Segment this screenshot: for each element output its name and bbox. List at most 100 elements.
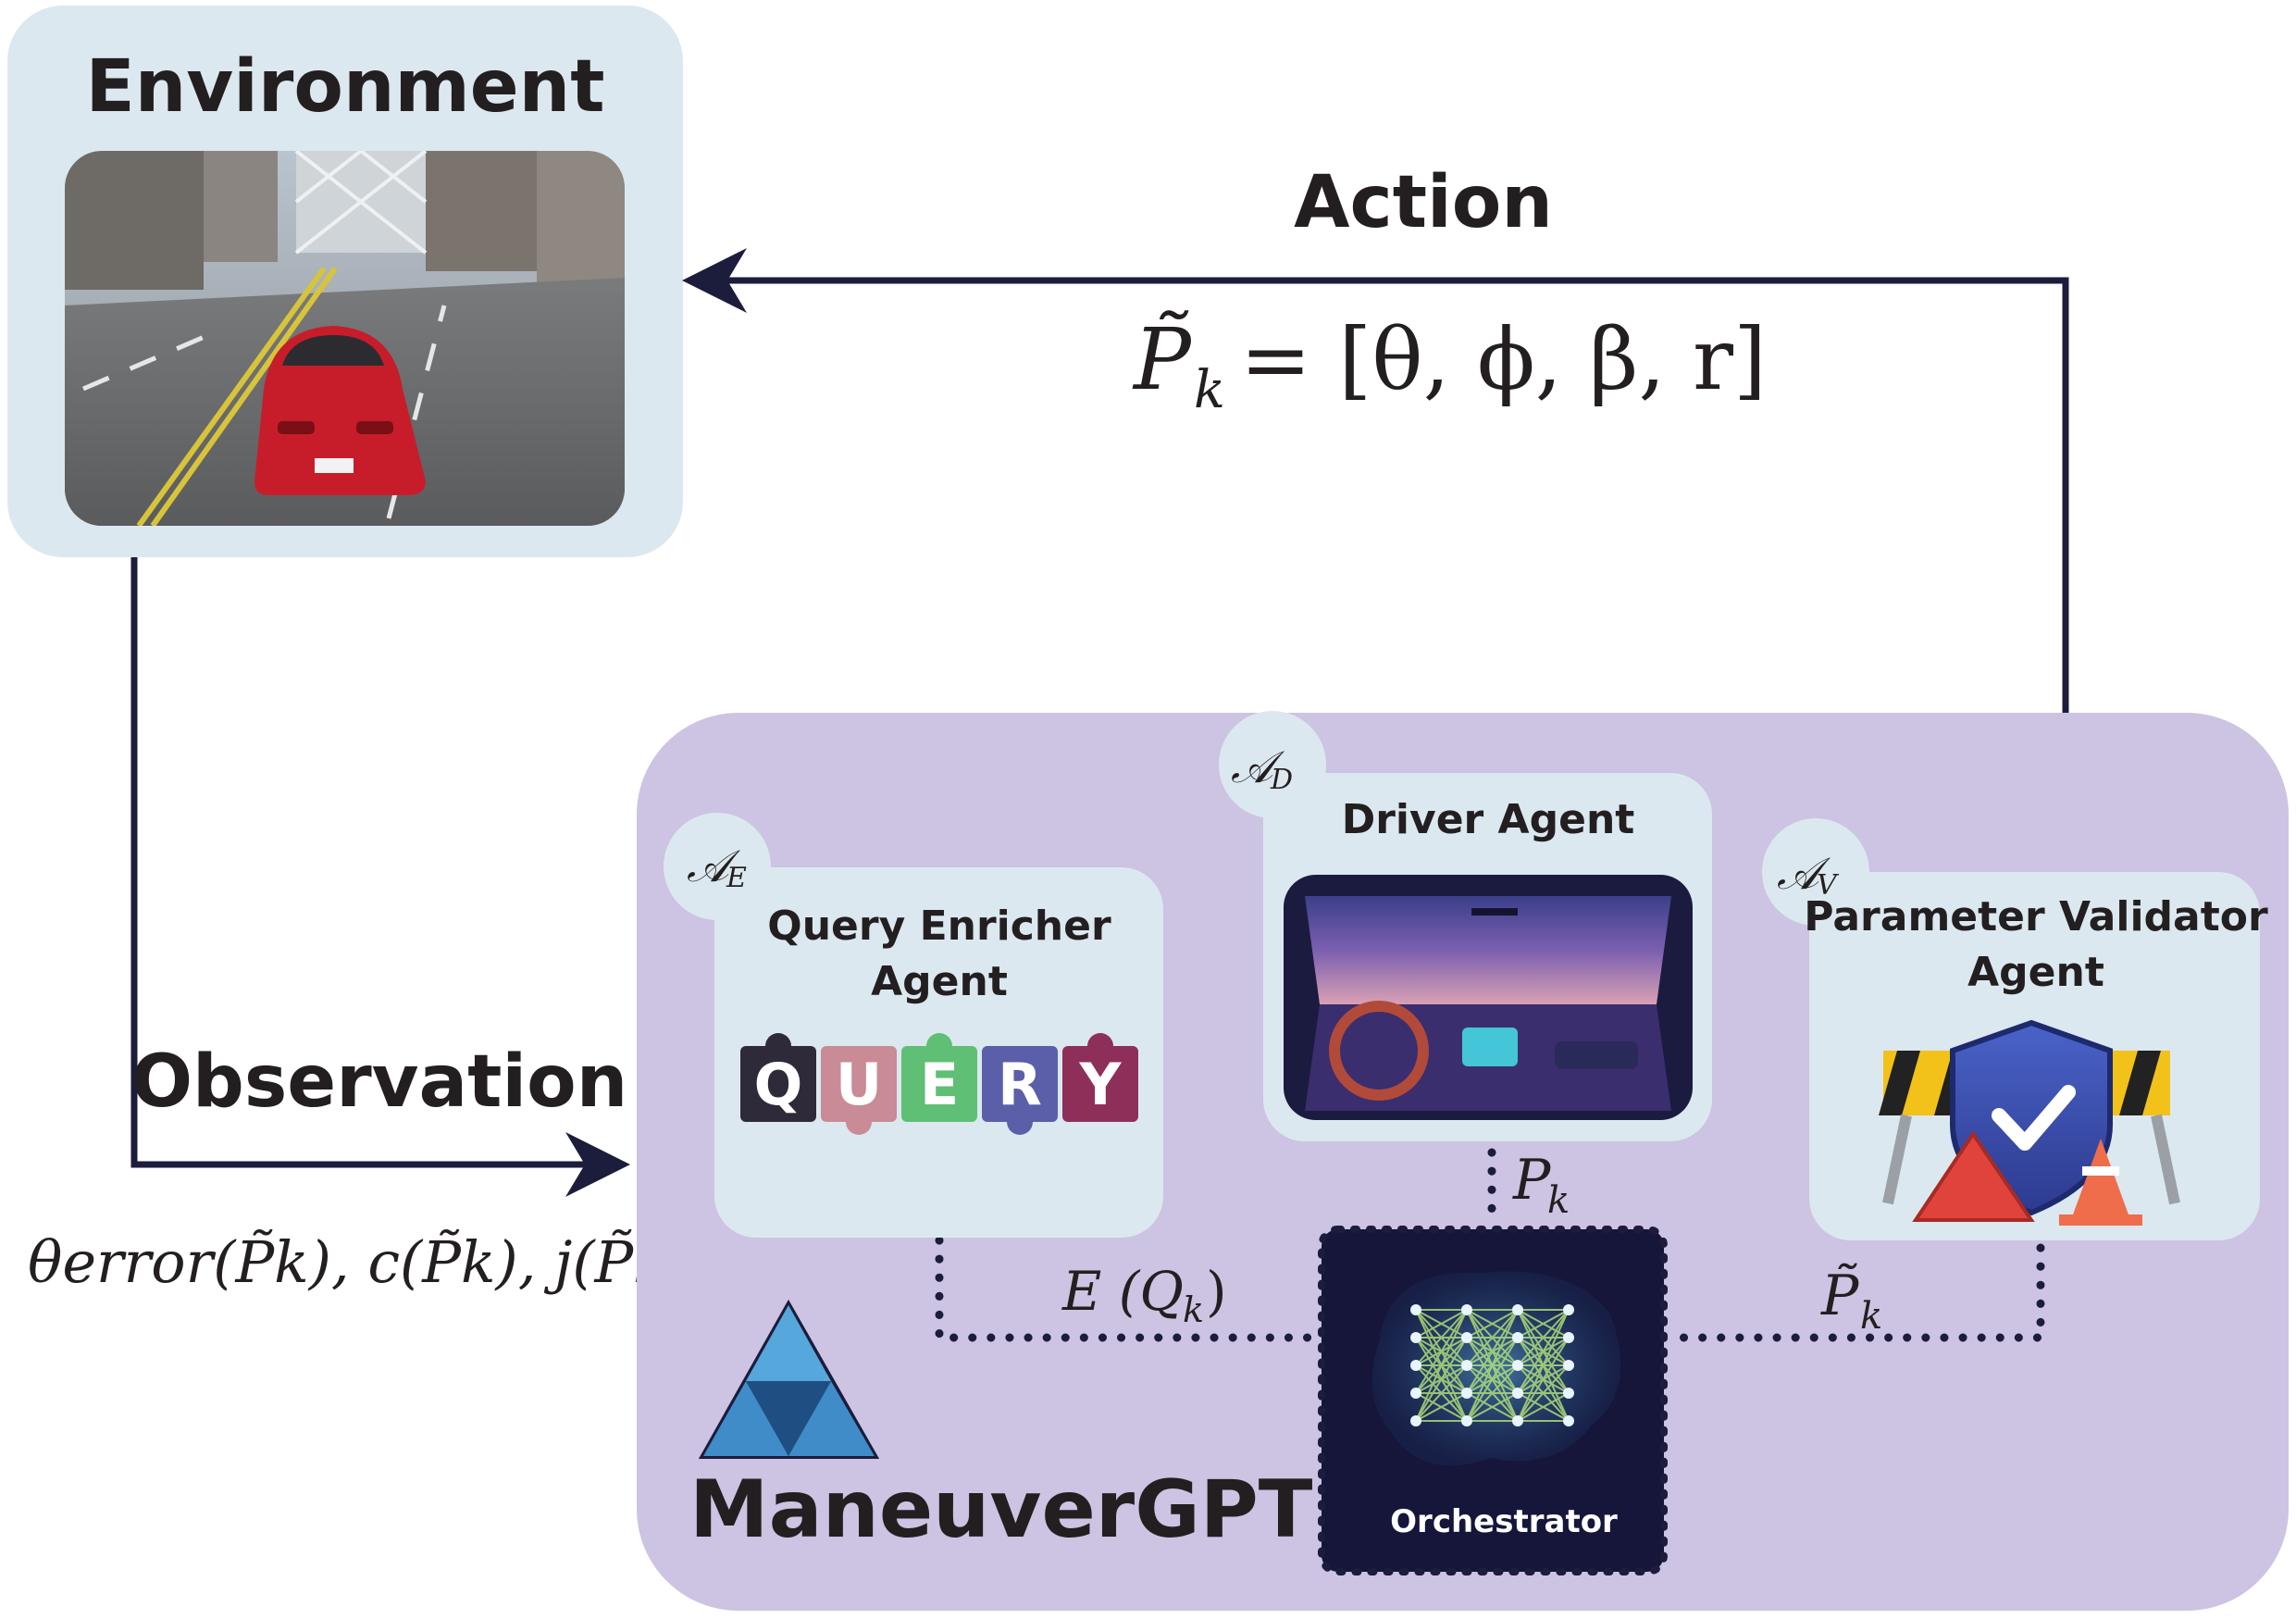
neural-connection bbox=[1466, 1309, 1519, 1422]
parameter-validator-agent: 𝒜 V Parameter Validator Agent bbox=[1762, 818, 2268, 1240]
puzzle-piece bbox=[821, 1046, 897, 1122]
neural-node bbox=[1563, 1360, 1574, 1371]
neural-connection bbox=[1415, 1392, 1468, 1422]
puzzle-piece bbox=[740, 1046, 816, 1122]
puzzle-knob bbox=[1007, 1109, 1033, 1135]
neural-brain-icon bbox=[1371, 1271, 1621, 1466]
neural-connection bbox=[1415, 1309, 1468, 1366]
neural-node bbox=[1563, 1304, 1574, 1315]
puzzle-knob bbox=[846, 1109, 872, 1135]
neural-connection bbox=[1517, 1309, 1570, 1339]
svg-text:k: k bbox=[1194, 360, 1225, 420]
puzzle-piece bbox=[901, 1046, 977, 1122]
neural-connection bbox=[1466, 1309, 1519, 1366]
observation-formula: θerror(P̃k), c(P̃k), j(P̃k) bbox=[28, 1228, 690, 1296]
maneuvergpt-name: ManeuverGPT bbox=[689, 1463, 1313, 1556]
svg-text:E (Q: E (Q bbox=[1061, 1260, 1184, 1323]
edge-label-driver: P k bbox=[1512, 1148, 1570, 1222]
neural-node bbox=[1512, 1360, 1523, 1371]
svg-text:Agent: Agent bbox=[871, 958, 1008, 1005]
orchestrator-label: Orchestrator bbox=[1390, 1503, 1618, 1540]
neural-node bbox=[1512, 1388, 1523, 1399]
neural-connection bbox=[1517, 1309, 1570, 1422]
neural-connection bbox=[1466, 1337, 1519, 1422]
svg-text:P: P bbox=[1512, 1148, 1552, 1213]
svg-text:k: k bbox=[1547, 1179, 1570, 1222]
svg-text:k: k bbox=[1183, 1289, 1204, 1330]
puzzle-knob bbox=[1087, 1033, 1113, 1059]
car-dashboard-icon bbox=[1284, 875, 1693, 1120]
neural-node bbox=[1410, 1388, 1421, 1399]
neural-node bbox=[1461, 1388, 1472, 1399]
driving-scene-image bbox=[65, 151, 625, 526]
validator-orchestrator-connector bbox=[1661, 1243, 2045, 1342]
puzzle-letter: R bbox=[998, 1051, 1042, 1118]
svg-text:P̃: P̃ bbox=[1132, 310, 1193, 409]
action-arrow bbox=[682, 248, 2069, 713]
neural-connection bbox=[1517, 1392, 1570, 1422]
neural-connection bbox=[1466, 1309, 1519, 1394]
neural-node bbox=[1410, 1415, 1421, 1426]
maneuvergpt-logo-icon bbox=[698, 1299, 880, 1459]
neural-connection bbox=[1466, 1392, 1519, 1422]
neural-node bbox=[1461, 1415, 1472, 1426]
connectors bbox=[935, 1148, 2045, 1342]
neural-node bbox=[1563, 1415, 1574, 1426]
enricher-orchestrator-connector bbox=[935, 1236, 1323, 1342]
neural-node bbox=[1410, 1360, 1421, 1371]
environment-panel: Environment bbox=[7, 6, 683, 557]
shield-check-icon bbox=[1879, 1019, 2180, 1226]
validator-title: Parameter Validator bbox=[1804, 893, 2268, 940]
edge-label-validator: P̃ k bbox=[1820, 1263, 1882, 1338]
driver-agent: 𝒜 D Driver Agent bbox=[1219, 711, 1712, 1141]
observation-arrow bbox=[130, 557, 630, 1197]
svg-text:D: D bbox=[1270, 764, 1293, 796]
neural-connection bbox=[1466, 1364, 1519, 1422]
neural-node bbox=[1461, 1304, 1472, 1315]
neural-connection bbox=[1517, 1364, 1570, 1422]
neural-node bbox=[1512, 1304, 1523, 1315]
neural-node bbox=[1512, 1415, 1523, 1426]
action-formula: P̃ k = [θ, ϕ, β, r] bbox=[1132, 310, 1767, 420]
svg-text:Agent: Agent bbox=[1967, 949, 2104, 996]
svg-text:P̃: P̃ bbox=[1820, 1263, 1860, 1328]
neural-connection bbox=[1466, 1309, 1519, 1339]
edge-label-enricher: E (Q k ) bbox=[1061, 1260, 1227, 1330]
svg-text:E: E bbox=[726, 862, 747, 894]
svg-text:): ) bbox=[1206, 1260, 1227, 1323]
puzzle-letter: Q bbox=[754, 1051, 803, 1118]
driver-title: Driver Agent bbox=[1342, 796, 1635, 843]
action-label: Action bbox=[1294, 161, 1553, 244]
puzzle-piece bbox=[1062, 1046, 1138, 1122]
neural-connection bbox=[1517, 1337, 1570, 1422]
neural-node bbox=[1461, 1332, 1472, 1343]
svg-text:k: k bbox=[1860, 1295, 1882, 1338]
puzzle-letter: U bbox=[836, 1051, 882, 1118]
puzzle-knob bbox=[926, 1033, 952, 1059]
neural-connection bbox=[1415, 1337, 1468, 1422]
enricher-title: Query Enricher bbox=[767, 903, 1111, 950]
environment-title: Environment bbox=[86, 45, 605, 129]
orchestrator-node: Orchestrator bbox=[1318, 1226, 1668, 1575]
puzzle-letter: Y bbox=[1079, 1051, 1123, 1118]
neural-connection bbox=[1415, 1309, 1468, 1394]
puzzle-letter: E bbox=[920, 1051, 959, 1118]
red-car-icon bbox=[254, 326, 426, 495]
neural-connection bbox=[1415, 1309, 1468, 1422]
svg-text:= [θ, ϕ, β, r]: = [θ, ϕ, β, r] bbox=[1240, 310, 1767, 409]
neural-connection bbox=[1415, 1309, 1468, 1339]
neural-node bbox=[1563, 1388, 1574, 1399]
neural-node bbox=[1410, 1304, 1421, 1315]
neural-node bbox=[1563, 1332, 1574, 1343]
svg-text:V: V bbox=[1817, 869, 1840, 902]
neural-node bbox=[1512, 1332, 1523, 1343]
neural-connection bbox=[1517, 1309, 1570, 1394]
observation-label: Observation bbox=[131, 1040, 628, 1124]
puzzle-piece bbox=[982, 1046, 1058, 1122]
neural-connection bbox=[1415, 1364, 1468, 1422]
neural-node bbox=[1410, 1332, 1421, 1343]
neural-connection bbox=[1517, 1309, 1570, 1366]
